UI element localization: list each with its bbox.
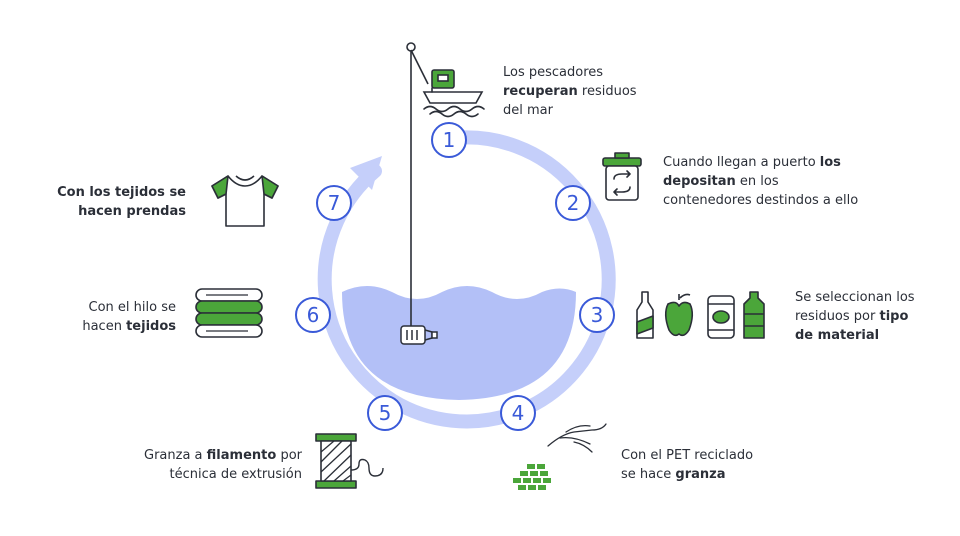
step-number: 5 bbox=[379, 401, 392, 425]
caption-bold: filamento bbox=[206, 448, 277, 463]
step-badge-2: 2 bbox=[555, 185, 591, 221]
caption-text: Con el hilo se hacen bbox=[82, 300, 176, 334]
caption-bold: granza bbox=[675, 467, 726, 482]
caption-text: residuos del mar bbox=[503, 84, 637, 118]
step-number: 7 bbox=[328, 191, 341, 215]
step-badge-7: 7 bbox=[316, 185, 352, 221]
caption-bold: recuperan bbox=[503, 84, 578, 99]
sorted-waste-icon bbox=[636, 291, 765, 339]
step-badge-3: 3 bbox=[579, 297, 615, 333]
step-badge-6: 6 bbox=[295, 297, 331, 333]
caption-text: Cuando llegan a puerto bbox=[663, 155, 820, 170]
caption-text: Los pescadores bbox=[503, 65, 604, 80]
step-badge-4: 4 bbox=[500, 395, 536, 431]
caption-bold: los depositan bbox=[663, 155, 841, 189]
boat-icon bbox=[422, 69, 485, 118]
tshirt-icon bbox=[211, 175, 279, 227]
bottle-icon bbox=[400, 325, 438, 345]
caption-text: Con el PET reciclado se hace bbox=[621, 448, 754, 482]
caption-bold: tejidos bbox=[126, 319, 176, 334]
step-caption-2: Cuando llegan a puerto los depositan en … bbox=[663, 153, 868, 210]
hand-pellets-icon bbox=[513, 423, 607, 490]
step-caption-6: Con el hilo se hacen tejidos bbox=[74, 298, 176, 336]
spool-icon bbox=[315, 433, 384, 489]
step-number: 6 bbox=[307, 303, 320, 327]
step-badge-1: 1 bbox=[431, 122, 467, 158]
step-caption-3: Se seleccionan los residuos por tipo de … bbox=[795, 288, 925, 345]
caption-text: Granza a bbox=[144, 448, 207, 463]
caption-bold: Con los tejidos se hacen prendas bbox=[57, 185, 186, 219]
caption-text: Se seleccionan los residuos por bbox=[795, 290, 915, 324]
fishing-line-icon bbox=[406, 42, 429, 326]
step-badge-5: 5 bbox=[367, 395, 403, 431]
folded-fabric-icon bbox=[195, 288, 263, 338]
step-caption-5: Granza a filamento por técnica de extrus… bbox=[140, 446, 302, 484]
cycle-arrow-head bbox=[350, 156, 382, 190]
recycle-bin-icon bbox=[602, 152, 642, 201]
step-caption-4: Con el PET reciclado se hace granza bbox=[621, 446, 761, 484]
step-caption-1: Los pescadores recuperan residuos del ma… bbox=[503, 63, 653, 120]
step-number: 2 bbox=[567, 191, 580, 215]
step-caption-7: Con los tejidos se hacen prendas bbox=[50, 183, 186, 221]
caption-text: por técnica de extrusión bbox=[169, 448, 302, 482]
caption-bold: tipo de material bbox=[795, 309, 909, 343]
step-number: 3 bbox=[591, 303, 604, 327]
water-icon bbox=[342, 286, 576, 400]
step-number: 1 bbox=[443, 128, 456, 152]
caption-text: en los contenedores destindos a ello bbox=[663, 174, 859, 208]
step-number: 4 bbox=[512, 401, 525, 425]
